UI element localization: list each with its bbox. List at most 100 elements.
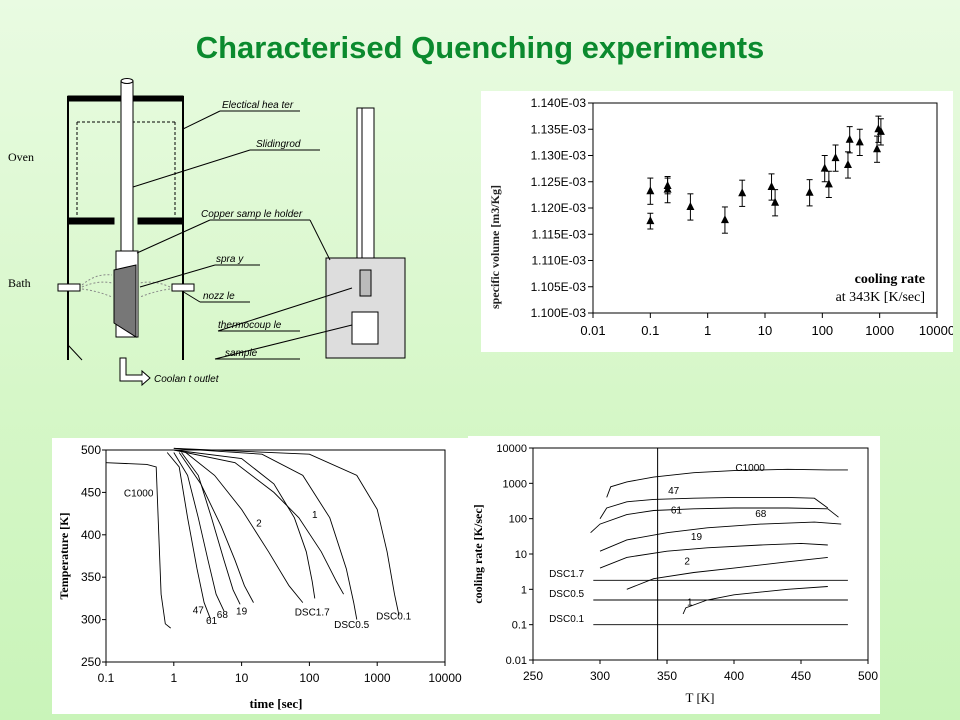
- x-tick-label: 300: [590, 669, 610, 683]
- plot-frame: [532, 447, 869, 661]
- series-label: 19: [691, 532, 703, 543]
- annotation-line-2: at 343K [K/sec]: [836, 290, 925, 305]
- series-line: [105, 462, 171, 629]
- y-tick-label: 100: [509, 514, 527, 526]
- data-point: [771, 189, 780, 217]
- x-tick-label: 1: [170, 671, 177, 685]
- y-tick-label: 1.140E-03: [531, 96, 587, 110]
- x-tick-label: 100: [299, 671, 319, 685]
- series-label: 2: [256, 518, 262, 529]
- callout-spray: spra y: [216, 254, 244, 265]
- data-acquisition-unit: [325, 107, 406, 359]
- series-label: DSC0.1: [376, 612, 411, 623]
- series-line: [606, 468, 848, 498]
- x-tick-label: 1: [704, 323, 711, 338]
- slide-title: Characterised Quenching experiments: [195, 30, 765, 65]
- x-tick-label: 0.01: [580, 323, 605, 338]
- y-tick-label: 1.100E-03: [531, 306, 587, 320]
- x-tick-label: 10: [758, 323, 772, 338]
- data-point: [843, 151, 852, 179]
- callout-sliding-rod: Slidingrod: [256, 139, 301, 150]
- y-tick-label: 0.1: [512, 620, 527, 632]
- y-tick-label: 1.135E-03: [531, 122, 587, 136]
- callout-electrical-heater: Electical hea ter: [222, 100, 294, 111]
- series-line: [682, 586, 828, 615]
- x-tick-label: 350: [657, 669, 677, 683]
- callout-nozzle: nozz le: [203, 291, 235, 302]
- y-tick-label: 450: [81, 485, 101, 499]
- series-label: 68: [217, 610, 229, 621]
- sliding-rod: [113, 78, 139, 338]
- series-line: [173, 452, 225, 612]
- oven-label: Oven: [8, 150, 34, 164]
- series-label: C1000: [735, 463, 765, 474]
- data-point: [831, 144, 840, 172]
- series-line: [178, 452, 254, 603]
- series-line: [599, 542, 828, 569]
- series-label: 61: [206, 616, 218, 627]
- y-axis-label: cooling rate [K/sec]: [471, 504, 485, 603]
- series-label: 1: [312, 510, 318, 521]
- series-label: 47: [668, 486, 680, 497]
- series-line: [181, 452, 241, 605]
- y-axis-label: specific volume [m3/Kg]: [488, 185, 502, 309]
- y-tick-label: 1.110E-03: [532, 254, 587, 268]
- callout-thermocouple: thermocoup le: [218, 320, 282, 331]
- x-axis-label: T [K]: [685, 690, 714, 705]
- data-point: [646, 212, 655, 230]
- x-tick-label: 500: [858, 669, 878, 683]
- series-label: C1000: [124, 489, 154, 500]
- plot-frame: [105, 449, 446, 663]
- y-tick-label: 1000: [503, 478, 527, 490]
- series-line: [599, 496, 829, 519]
- data-point: [820, 155, 829, 183]
- data-point: [805, 179, 814, 207]
- x-tick-label: 1000: [364, 671, 391, 685]
- x-tick-label: 400: [724, 669, 744, 683]
- y-tick-label: 1.120E-03: [531, 201, 587, 215]
- y-tick-label: 1: [521, 584, 527, 596]
- apparatus-diagram: Oven Bath: [0, 75, 410, 390]
- series-label: DSC0.1: [549, 614, 584, 625]
- y-axis-label: Temperature [K]: [57, 513, 71, 600]
- series-line: [599, 521, 842, 552]
- y-tick-label: 250: [81, 655, 101, 669]
- x-tick-label: 10000: [919, 323, 953, 338]
- spray-lines: [81, 274, 171, 298]
- data-point: [876, 118, 885, 146]
- series-label: 61: [671, 506, 683, 517]
- x-tick-label: 1000: [865, 323, 894, 338]
- series-label: DSC1.7: [549, 569, 584, 580]
- series-line: [626, 556, 828, 590]
- series-label: 1: [687, 597, 693, 608]
- series-label: 2: [684, 557, 690, 568]
- y-tick-label: 10000: [496, 443, 527, 455]
- data-point: [855, 128, 864, 156]
- series-label: DSC0.5: [334, 620, 369, 631]
- y-tick-label: 1.105E-03: [531, 280, 587, 294]
- annotation-line-1: cooling rate: [855, 272, 925, 287]
- data-point: [663, 176, 672, 204]
- series-label: 19: [236, 607, 248, 618]
- series-line: [173, 447, 358, 620]
- y-tick-label: 1.130E-03: [531, 149, 587, 163]
- series-line: [173, 447, 400, 616]
- x-tick-label: 250: [523, 669, 543, 683]
- data-point: [720, 206, 729, 234]
- y-tick-label: 300: [81, 613, 101, 627]
- y-tick-label: 1.115E-03: [532, 227, 587, 241]
- series-label: 47: [193, 606, 205, 617]
- callout-leaders: [132, 110, 353, 360]
- series-line: [590, 507, 839, 534]
- data-point: [873, 135, 882, 163]
- x-tick-label: 0.1: [641, 323, 659, 338]
- data-point: [686, 193, 695, 221]
- x-tick-label: 0.1: [98, 671, 115, 685]
- x-tick-label: 10000: [428, 671, 462, 685]
- series-line: [185, 452, 304, 603]
- x-axis-label: time [sec]: [249, 696, 302, 711]
- series-label: DSC0.5: [549, 589, 584, 600]
- x-tick-label: 100: [811, 323, 833, 338]
- callout-sample: sample: [225, 348, 258, 359]
